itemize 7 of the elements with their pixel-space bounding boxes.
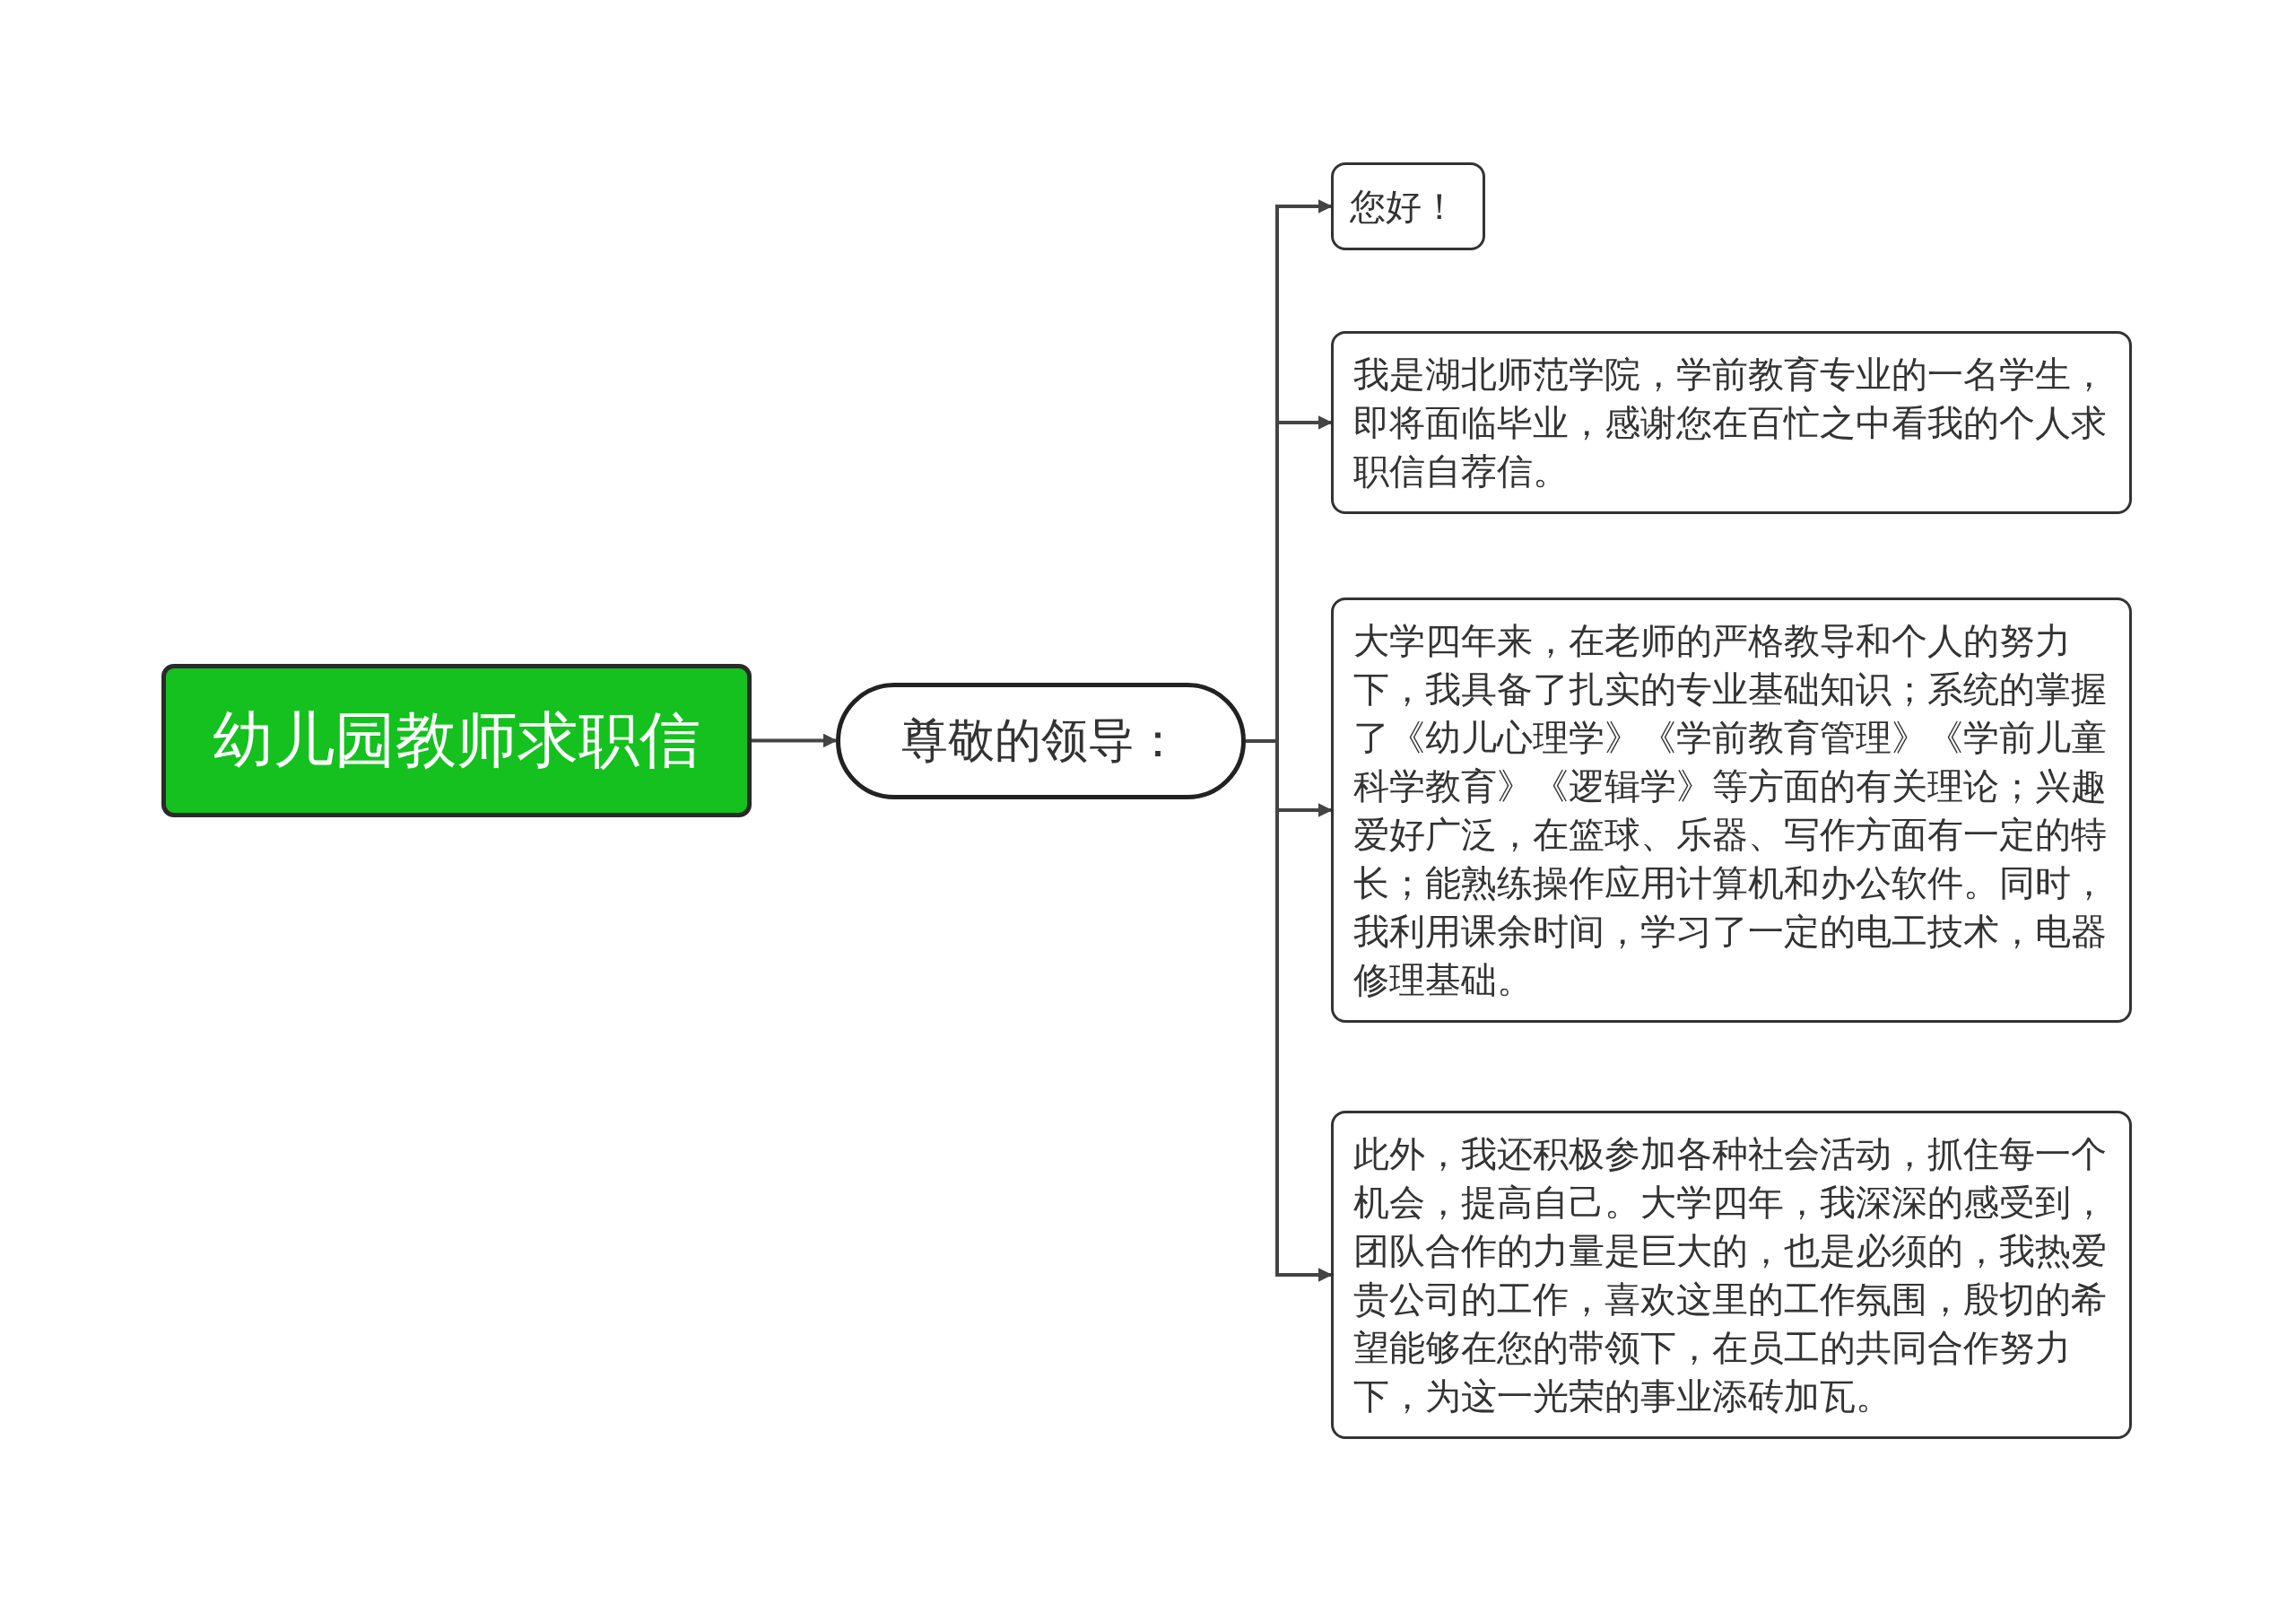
title-box: 幼儿园教师求职信: [161, 664, 752, 817]
text-box: 大学四年来，在老师的严格教导和个人的努力下，我具备了扎实的专业基础知识；系统的掌握了《幼儿心理学》《学前教育管理》《学前儿童科学教育》《逻辑学》等方面的有关理论；兴趣爱好广泛，在篮球、乐器、写作方面有一定的特长；能熟练操作应用计算机和办公软件。同时，我利用课余时间，学习了一定的电工技术，电器修理基础。: [1331, 598, 2132, 1023]
connector-arrow: [752, 733, 838, 748]
text-box: 我是湖北师范学院，学前教育专业的一名学生，即将面临毕业，感谢您在百忙之中看我的个人求职信自荐信。: [1331, 331, 2132, 514]
text-box: 您好！: [1331, 162, 1485, 250]
text-box: 此外，我还积极参加各种社会活动，抓住每一个机会，提高自己。大学四年，我深深的感受到，团队合作的力量是巨大的，也是必须的，我热爱贵公司的工作，喜欢这里的工作氛围，殷切的希望能够在您的带领下，在员工的共同合作努力下，为这一光荣的事业添砖加瓦。: [1331, 1111, 2132, 1439]
topic-pill: 尊敬的领导：: [836, 683, 1246, 799]
